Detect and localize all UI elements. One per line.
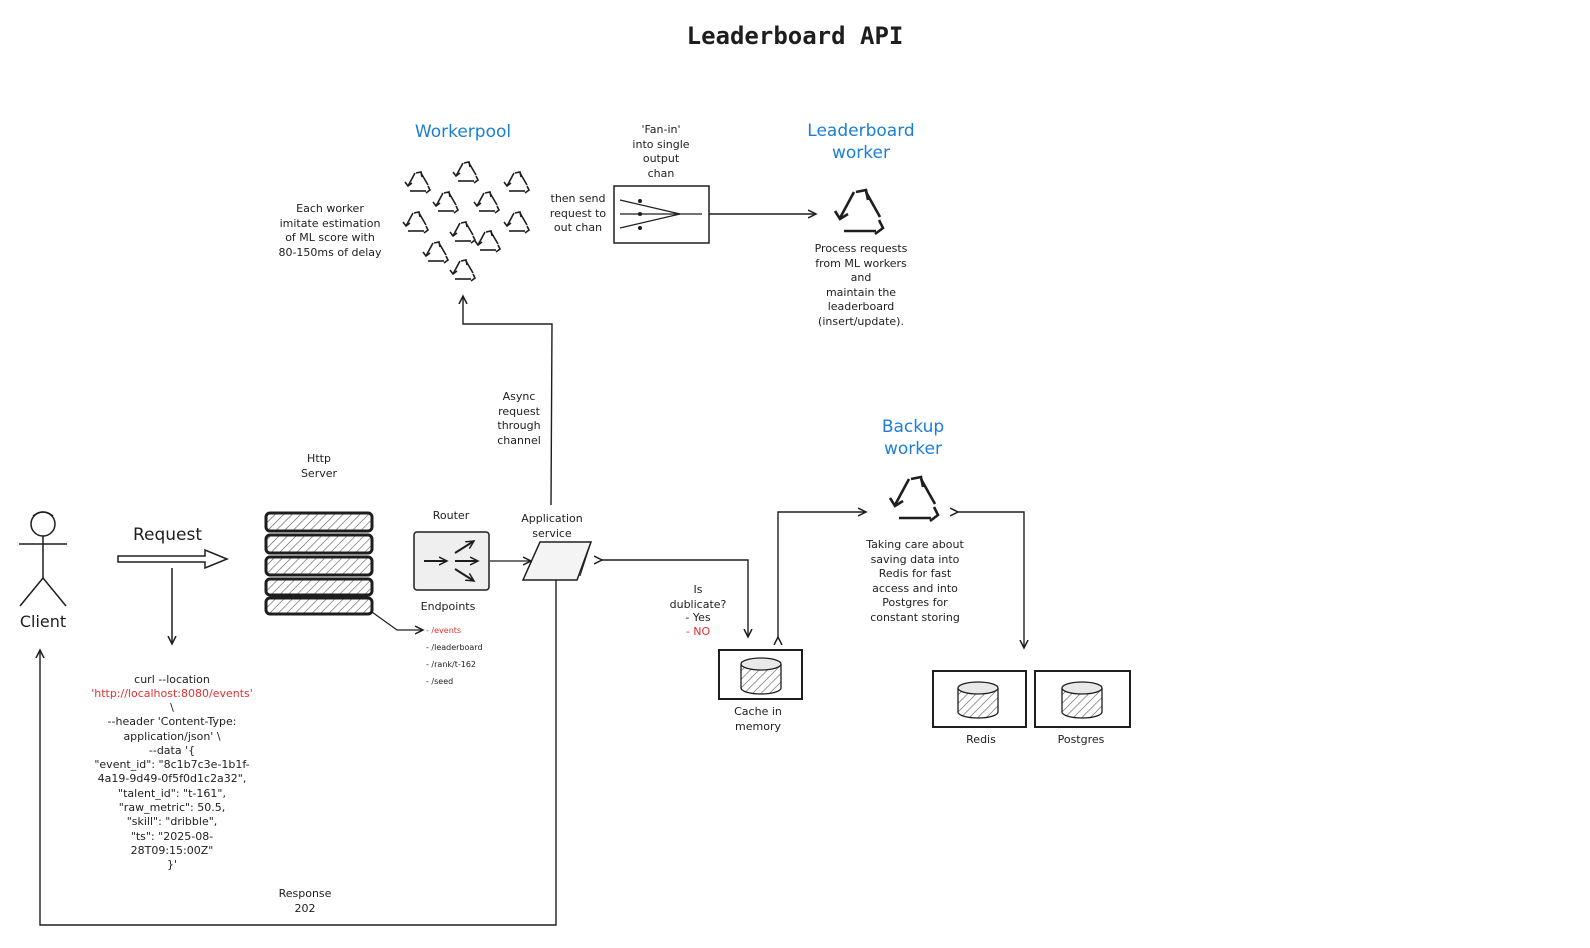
cache-label: Cache in memory [734, 705, 782, 733]
backup-worker-note: Taking care about saving data into Redis… [866, 538, 964, 624]
endpoint-events: - /events [426, 626, 462, 635]
response-label: Response 202 [278, 887, 332, 915]
worker-11-icon [449, 259, 476, 282]
curl-body: \ --header 'Content-Type: application/js… [94, 701, 250, 872]
worker-4-icon [432, 191, 459, 214]
worker-10-icon [422, 241, 449, 264]
response-arrow [40, 580, 557, 926]
workerpool-label: Workerpool [414, 122, 512, 142]
endpoints-list: - /events - /leaderboard - /rank/t-162 -… [426, 622, 506, 690]
cache-to-backup-arrow [778, 512, 866, 637]
endpoints-label: Endpoints [420, 600, 476, 613]
leaderboard-worker-note: Process requests from ML workers and mai… [814, 242, 908, 328]
worker-icons [402, 161, 530, 282]
endpoint-rank: - /rank/t-162 [426, 660, 477, 669]
leaderboard-worker-icon [833, 188, 885, 236]
curl-url: 'http://localhost:8080/events' [91, 687, 253, 700]
duplicate-question: Is dublicate? [669, 583, 727, 611]
worker-7-icon [449, 221, 476, 244]
curl-line: curl --location [134, 673, 210, 686]
async-request-note: Async request through channel [497, 390, 541, 447]
http-server-label: Http Server [300, 452, 338, 480]
worker-2-icon [452, 161, 479, 184]
router-icon [413, 531, 490, 591]
postgres-label: Postgres [1057, 733, 1105, 746]
workerpool-note: Each worker imitate estimation of ML sco… [278, 202, 382, 259]
application-service-label: Application service [521, 512, 583, 540]
worker-5-icon [473, 191, 500, 214]
duplicate-yes: - Yes [685, 611, 711, 624]
async-channel-arrow [463, 296, 553, 506]
worker-1-icon [404, 171, 431, 194]
app-to-cache-arrow [602, 560, 748, 637]
cache-database-icon [740, 657, 782, 695]
endpoint-leaderboard: - /leaderboard [426, 643, 483, 652]
fan-in-box [613, 185, 710, 244]
request-label: Request [132, 525, 203, 545]
postgres-database-icon [1061, 681, 1103, 719]
router-label: Router [432, 509, 470, 522]
backup-worker-icon [888, 475, 940, 523]
fan-in-label: 'Fan-in' into single output chan [632, 123, 690, 180]
duplicate-no: - NO [685, 625, 711, 638]
redis-label: Redis [966, 733, 996, 746]
worker-3-icon [503, 171, 530, 194]
page-title: Leaderboard API [686, 22, 904, 50]
redis-database-icon [957, 681, 999, 719]
cache-box [718, 649, 803, 700]
endpoint-seed: - /seed [426, 677, 454, 686]
http-server-stack-icon [264, 511, 374, 616]
client-stick-figure-icon [19, 511, 67, 607]
leaderboard-worker-label: Leaderboard worker [807, 121, 915, 163]
postgres-box [1034, 670, 1131, 728]
backup-to-storage-arrow [958, 512, 1024, 648]
server-to-endpoints-arrow [371, 611, 423, 630]
request-arrow [117, 548, 229, 570]
client-label: Client [19, 612, 67, 631]
application-service-shape [521, 541, 593, 581]
worker-6-icon [402, 211, 429, 234]
fan-in-note: then send request to out chan [549, 192, 607, 234]
worker-9-icon [474, 230, 501, 253]
worker-8-icon [503, 211, 530, 234]
redis-box [932, 670, 1027, 728]
backup-worker-label: Backup worker [881, 417, 945, 459]
